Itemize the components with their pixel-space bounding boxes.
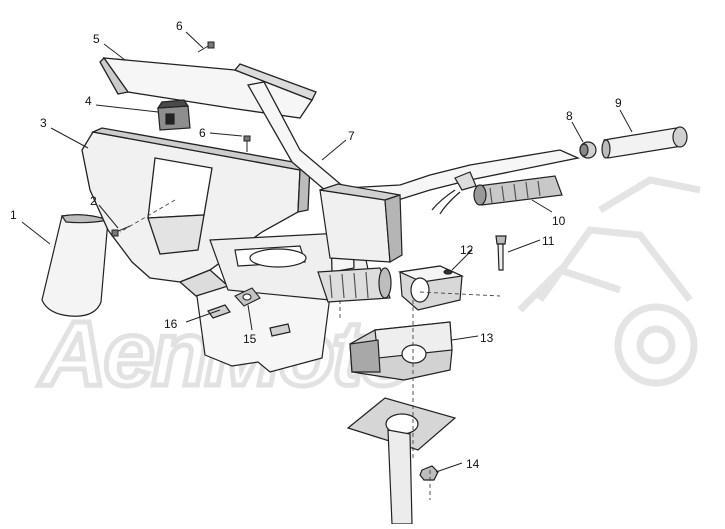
callout-16: 16 (164, 317, 178, 331)
callout-6-top: 6 (176, 19, 183, 33)
part-12-upper-clamp (397, 265, 465, 311)
callout-11: 11 (542, 234, 555, 248)
assembly-lines (119, 199, 501, 500)
callout-13: 13 (480, 331, 494, 345)
callout-10: 10 (552, 214, 566, 228)
steering-post-plate (346, 397, 457, 525)
callout-2: 2 (90, 194, 97, 208)
part-10-throttle-grip (431, 171, 563, 215)
callout-3: 3 (40, 116, 47, 130)
callout-4: 4 (85, 94, 92, 108)
callout-8: 8 (566, 109, 573, 123)
part-13-lower-clamp (349, 321, 453, 381)
callout-1: 1 (10, 208, 17, 222)
part-2-screw (111, 225, 131, 237)
callout-7: 7 (348, 129, 355, 143)
splined-shaft (317, 267, 392, 303)
part-3-hood-panel (81, 127, 313, 297)
part-14-nut (419, 465, 439, 481)
part-15-bracket (234, 287, 261, 307)
callout-6-mid: 6 (199, 126, 206, 140)
part-8-bar-end (579, 141, 597, 159)
part-6-screw-top (197, 41, 215, 53)
callout-15: 15 (243, 332, 257, 346)
part-6-screw-mid (243, 135, 251, 152)
callouts: 1 2 3 4 5 6 6 7 8 9 10 11 12 13 14 15 16 (10, 19, 622, 471)
part-1-windshield (41, 214, 111, 317)
callout-5: 5 (93, 32, 100, 46)
part-9-grip (601, 126, 688, 159)
part-16-front-panel (194, 281, 331, 373)
part-4-switch (156, 99, 191, 131)
watermark-motorcycle-icon (517, 176, 701, 387)
part-11-bolt (495, 235, 507, 271)
callout-14: 14 (466, 457, 480, 471)
callout-9: 9 (615, 96, 622, 110)
callout-12: 12 (460, 243, 474, 257)
leader-lines (21, 31, 633, 473)
stem-bracket (319, 183, 403, 263)
